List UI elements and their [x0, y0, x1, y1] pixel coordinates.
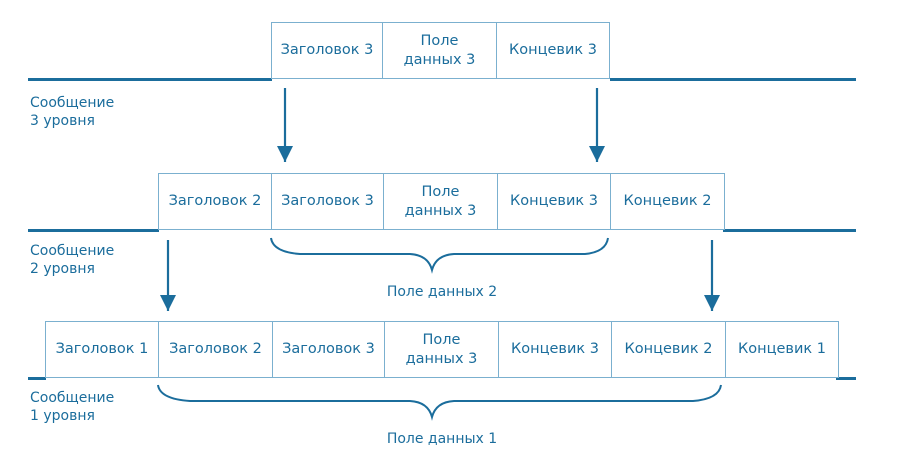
level2-message-row: Заголовок 2 Заголовок 3 Поле данных 3 Ко…	[158, 173, 725, 230]
rail-level2-left	[28, 229, 159, 232]
level3-data-field-3: Поле данных 3	[383, 22, 497, 79]
rail-level1-left	[28, 377, 46, 380]
level1-data-field-3: Поле данных 3	[385, 321, 499, 378]
level2-data-field-3: Поле данных 3	[384, 173, 498, 230]
rail-level3-right	[610, 78, 856, 81]
level1-trailer-3: Концевик 3	[499, 321, 612, 378]
level1-label: Сообщение 1 уровня	[30, 390, 115, 425]
level1-header-3: Заголовок 3	[273, 321, 385, 378]
level1-trailer-1: Концевик 1	[726, 321, 839, 378]
level2-trailer-2: Концевик 2	[611, 173, 725, 230]
brace-label-data-field-2: Поле данных 2	[386, 284, 498, 300]
level3-header-3: Заголовок 3	[271, 22, 383, 79]
level1-message-row: Заголовок 1 Заголовок 2 Заголовок 3 Поле…	[45, 321, 839, 378]
level3-message-row: Заголовок 3 Поле данных 3 Концевик 3	[271, 22, 610, 79]
level3-label: Сообщение 3 уровня	[30, 95, 115, 130]
arrow-trailer3-down-head	[589, 146, 605, 162]
arrow-trailer2-down-head	[704, 295, 720, 311]
arrow-header2-down-head	[160, 295, 176, 311]
brace-data-field-1	[157, 384, 722, 421]
level2-trailer-3: Концевик 3	[498, 173, 611, 230]
brace-label-data-field-1: Поле данных 1	[386, 431, 498, 447]
rail-level3-left	[28, 78, 272, 81]
level1-header-2: Заголовок 2	[159, 321, 273, 378]
level3-trailer-3: Концевик 3	[497, 22, 610, 79]
level1-trailer-2: Концевик 2	[612, 321, 726, 378]
level2-header-3: Заголовок 3	[272, 173, 384, 230]
brace-data-field-2	[270, 237, 609, 274]
rail-level1-right	[836, 377, 856, 380]
level2-label: Сообщение 2 уровня	[30, 243, 115, 278]
rail-level2-right	[723, 229, 856, 232]
arrow-header3-down-head	[277, 146, 293, 162]
level1-header-1: Заголовок 1	[45, 321, 159, 378]
level2-header-2: Заголовок 2	[158, 173, 272, 230]
